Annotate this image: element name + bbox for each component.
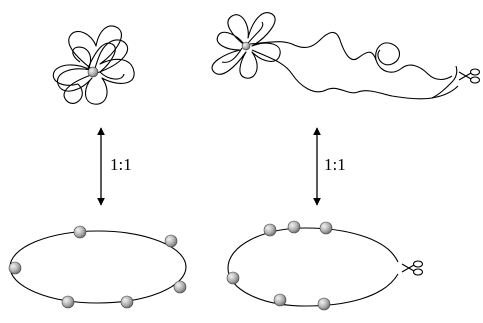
ratio-label-right: 1:1 [324,155,346,174]
ratio-label-left: 1:1 [110,155,132,174]
bead [120,295,134,309]
scissors-icon [401,260,424,276]
bead [164,234,178,248]
scissors-icon [458,68,481,84]
bead [87,66,99,78]
bead [263,223,277,237]
bead [73,225,87,239]
bead [317,297,331,311]
ring-left [9,230,187,304]
bead [8,261,22,275]
bead [226,271,240,285]
ring-right [227,227,399,307]
bead [173,280,187,294]
bead [319,221,333,235]
crumpled-coil-left [52,25,135,105]
polymer-tail [249,31,459,100]
bead [273,293,287,307]
bead [287,220,301,234]
bead [61,295,75,309]
bead [241,41,251,51]
